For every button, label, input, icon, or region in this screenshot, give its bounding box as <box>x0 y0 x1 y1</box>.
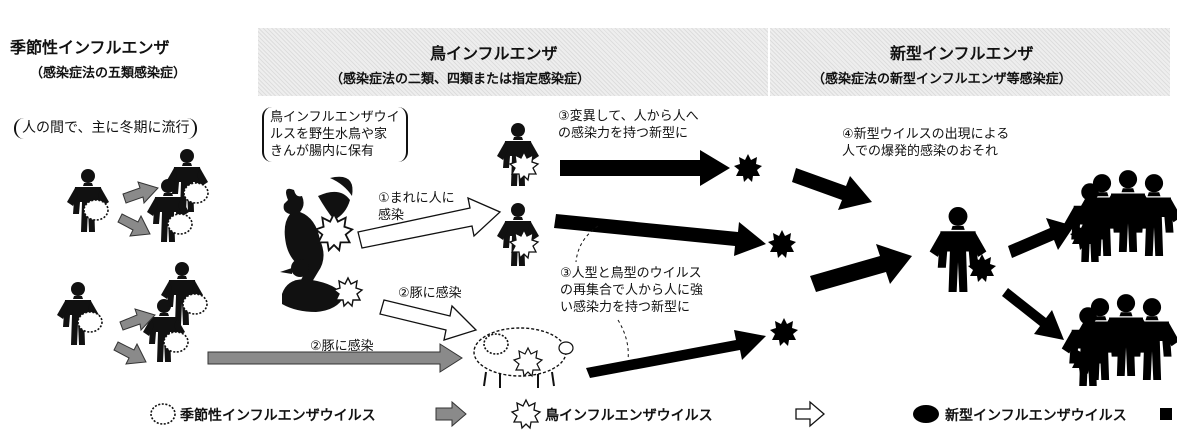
dashed-connector <box>617 319 629 361</box>
legend-avian-arrow <box>795 400 825 428</box>
seasonal-arrow <box>207 343 463 373</box>
novel-title: 新型インフルエンザ <box>890 44 1034 63</box>
seasonal-arrow <box>117 213 151 237</box>
legend-novel-marker <box>1160 408 1172 420</box>
avian-carrier-note: 鳥インフルエンザウイ ルスを野生水鳥や家 きんが腸内に保有 <box>262 107 408 162</box>
seasonal-virus-icon <box>483 333 509 355</box>
seasonal-virus-icon <box>83 199 109 221</box>
legend-avian-virus-icon <box>511 399 541 429</box>
header-band-novel <box>770 28 1170 96</box>
step3-reassortment-line-2: の再集合で人から人に強 <box>560 283 704 298</box>
novel-subtitle: （感染症法の新型インフルエンザ等感染症） <box>812 72 1072 87</box>
legend-novel-label: 新型インフルエンザウイルス <box>945 408 1127 424</box>
avian-carrier-line-1: 鳥インフルエンザウイ <box>270 110 400 125</box>
legend-seasonal-arrow <box>435 400 467 428</box>
step3-reassortment-line-3: い感染力を持つ新型に <box>560 300 691 315</box>
seasonal-virus-icon <box>182 293 208 315</box>
step2-bottom-note: ②豚に感染 <box>310 339 374 354</box>
novel-arrow <box>792 168 872 210</box>
step4-note: ④新型ウイルスの出現による 人での爆発的感染のおそれ <box>842 126 1009 160</box>
seasonal-virus-icon <box>167 213 193 235</box>
step1-note: ①まれに人に 感染 <box>378 190 455 224</box>
avian-arrow <box>379 299 478 341</box>
header-band-avian <box>258 28 768 96</box>
seasonal-subtitle: （感染症法の五類感染症） <box>30 66 187 81</box>
legend-seasonal-label: 季節性インフルエンザウイルス <box>180 408 376 424</box>
step4-line-2: 人での爆発的感染のおそれ <box>842 144 999 159</box>
avian-carrier-line-2: ルスを野生水鳥や家 <box>270 127 388 142</box>
rooster-icon <box>283 176 353 282</box>
novel-arrow <box>554 214 766 256</box>
step1-line-2: 感染 <box>378 208 405 223</box>
legend-avian-label: 鳥インフルエンザウイルス <box>545 408 713 424</box>
seasonal-virus-icon <box>77 311 103 333</box>
novel-arrow <box>810 244 912 292</box>
seasonal-flow-note: 人の間で、主に冬期に流行 <box>14 118 198 139</box>
seasonal-arrow <box>119 308 156 332</box>
novel-arrow <box>1008 218 1074 258</box>
seasonal-virus-icon <box>163 331 189 353</box>
avian-arrow <box>357 196 502 249</box>
step3-reassortment-line-1: ③人型と鳥型のウイルス <box>560 266 702 281</box>
novel-arrow <box>586 330 766 378</box>
step3-mutation-line-1: ③変異して、人から人へ <box>558 109 699 124</box>
legend-novel-virus-icon <box>913 405 939 423</box>
avian-subtitle: （感染症法の二類、四類または指定感染症） <box>330 72 591 87</box>
novel-arrow <box>1002 288 1064 340</box>
legend-seasonal-virus-icon <box>150 403 176 425</box>
step1-line-1: ①まれに人に <box>378 191 455 206</box>
seasonal-title: 季節性インフルエンザ <box>10 38 170 57</box>
novel-arrow <box>560 150 730 186</box>
seasonal-arrow <box>113 341 147 365</box>
seasonal-arrow <box>122 181 159 205</box>
step2-pig-note: ②豚に感染 <box>398 286 462 301</box>
seasonal-virus-icon <box>183 182 209 204</box>
avian-title: 鳥インフルエンザ <box>430 44 558 63</box>
step3-mutation-note: ③変異して、人から人へ の感染力を持つ新型に <box>558 108 699 142</box>
avian-carrier-line-3: きんが腸内に保有 <box>270 144 375 159</box>
step3-mutation-line-2: の感染力を持つ新型に <box>558 126 689 141</box>
duck-icon <box>280 259 344 312</box>
step4-line-1: ④新型ウイルスの出現による <box>842 127 1010 142</box>
step3-reassortment-note: ③人型と鳥型のウイルス の再集合で人から人に強 い感染力を持つ新型に <box>560 265 703 316</box>
